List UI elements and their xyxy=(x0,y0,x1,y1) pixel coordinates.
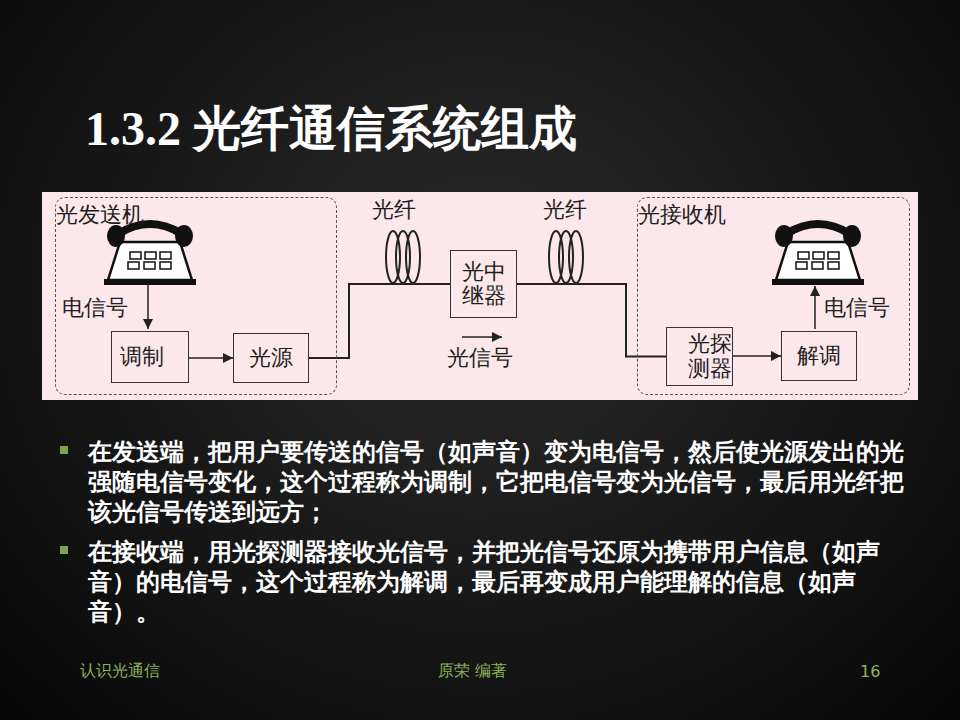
signal-arrow xyxy=(733,355,781,357)
signal-arrow xyxy=(147,284,149,329)
box-label: 光中继器 xyxy=(461,260,506,308)
box-label: 光探测器 xyxy=(687,332,732,380)
optical-fiber xyxy=(517,284,666,357)
fiber-label: 光纤 xyxy=(543,198,587,222)
footer-text: 原荣 编著 xyxy=(438,661,507,680)
process-box: 光探测器 xyxy=(666,327,733,386)
process-box: 调制 xyxy=(111,331,189,383)
bullet-marker xyxy=(60,446,68,454)
diagram-panel xyxy=(42,192,918,400)
group-heading: 光发送机 xyxy=(56,203,144,227)
signal-label: 电信号 xyxy=(824,296,890,320)
fiber-coil xyxy=(549,231,583,283)
direction-arrow xyxy=(462,336,502,338)
signal-arrow xyxy=(189,357,233,359)
process-box: 光中继器 xyxy=(450,250,517,318)
process-box: 光源 xyxy=(233,333,309,383)
box-label: 解调 xyxy=(797,344,841,368)
footer-text: 16 xyxy=(860,662,880,681)
telephone-icon xyxy=(104,224,196,285)
footer-text: 认识光通信 xyxy=(80,661,160,680)
telephone-icon xyxy=(772,224,864,285)
bullet-marker xyxy=(60,546,68,554)
optical-fiber xyxy=(309,284,450,358)
slide-title: 1.3.2 光纤通信系统组成 xyxy=(85,100,577,158)
bullet-text: 在接收端，用光探测器接收光信号，并把光信号还原为携带用户信息（如声音）的电信号，… xyxy=(88,537,918,627)
process-box: 解调 xyxy=(781,331,857,381)
bullet-text: 在发送端，把用户要传送的信号（如声音）变为电信号，然后使光源发出的光强随电信号变… xyxy=(88,437,918,527)
group-heading: 光接收机 xyxy=(638,203,726,227)
box-label: 光源 xyxy=(249,346,293,370)
signal-label: 电信号 xyxy=(62,296,128,320)
signal-arrow xyxy=(814,286,816,329)
fiber-label: 光纤 xyxy=(372,198,416,222)
fiber-coil xyxy=(386,231,420,283)
signal-label: 光信号 xyxy=(447,346,513,370)
box-label: 调制 xyxy=(120,345,164,369)
